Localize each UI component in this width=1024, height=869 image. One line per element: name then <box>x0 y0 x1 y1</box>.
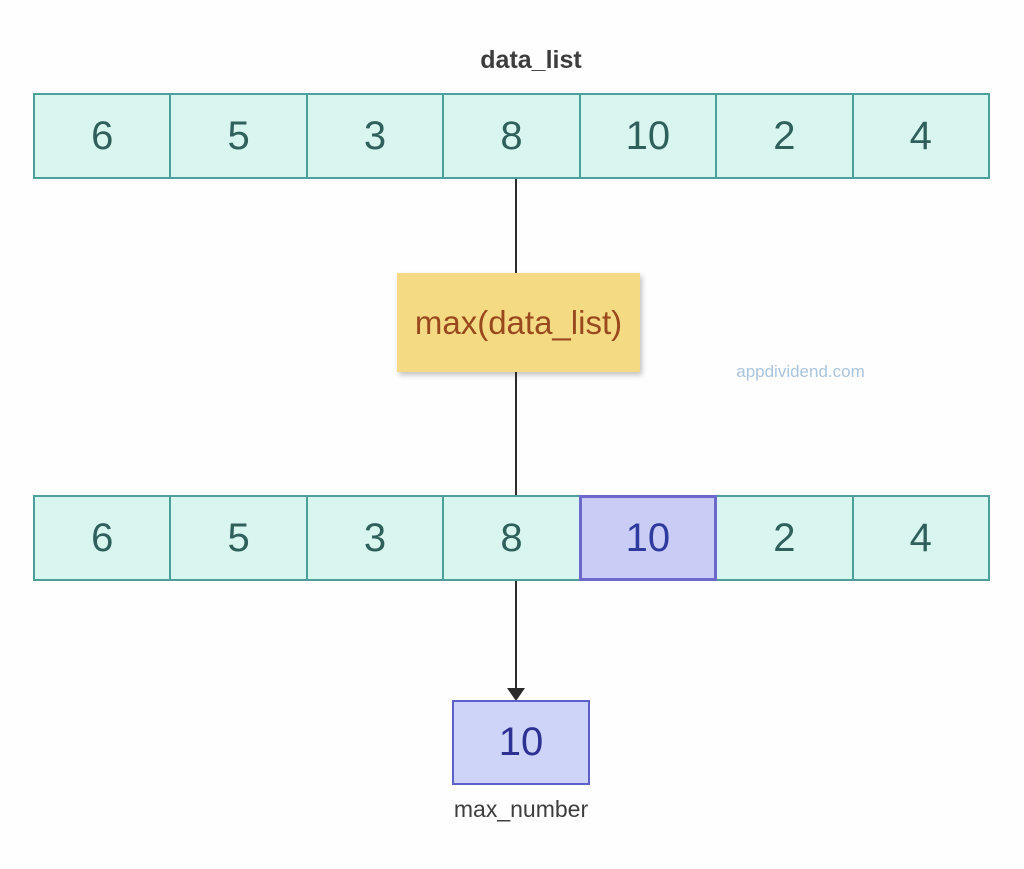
connector-line-bottom <box>515 581 517 691</box>
connector-line-top <box>515 179 517 274</box>
array-cell: 3 <box>305 95 442 177</box>
result-array: 6 5 3 8 10 2 4 <box>33 495 990 581</box>
array-cell: 4 <box>851 95 988 177</box>
array-cell: 3 <box>305 497 442 579</box>
result-label: max_number <box>453 796 589 822</box>
result-box: 10 <box>452 700 590 785</box>
array-cell: 5 <box>169 95 305 177</box>
array-cell: 6 <box>91 113 114 158</box>
array-cell: 4 <box>851 497 988 579</box>
array-cell: 6 <box>91 515 114 560</box>
max-function-box: max(data_list) <box>397 273 640 372</box>
arrowhead-icon <box>507 688 525 701</box>
top-array-title: data_list <box>480 46 582 74</box>
array-cell: 8 <box>442 95 578 177</box>
array-cell: 2 <box>715 497 851 579</box>
top-array: 6 5 3 8 10 2 4 <box>33 93 990 179</box>
max-function-label: max(data_list) <box>414 303 623 341</box>
array-cell: 2 <box>715 95 851 177</box>
connector-line-middle <box>515 372 517 496</box>
array-cell: 5 <box>169 497 305 579</box>
array-cell: 10 <box>578 95 715 177</box>
array-cell: 10 <box>578 495 718 581</box>
array-cell: 8 <box>442 497 578 579</box>
result-value: 10 <box>498 720 544 764</box>
watermark-text: appdividend.com <box>736 362 865 381</box>
